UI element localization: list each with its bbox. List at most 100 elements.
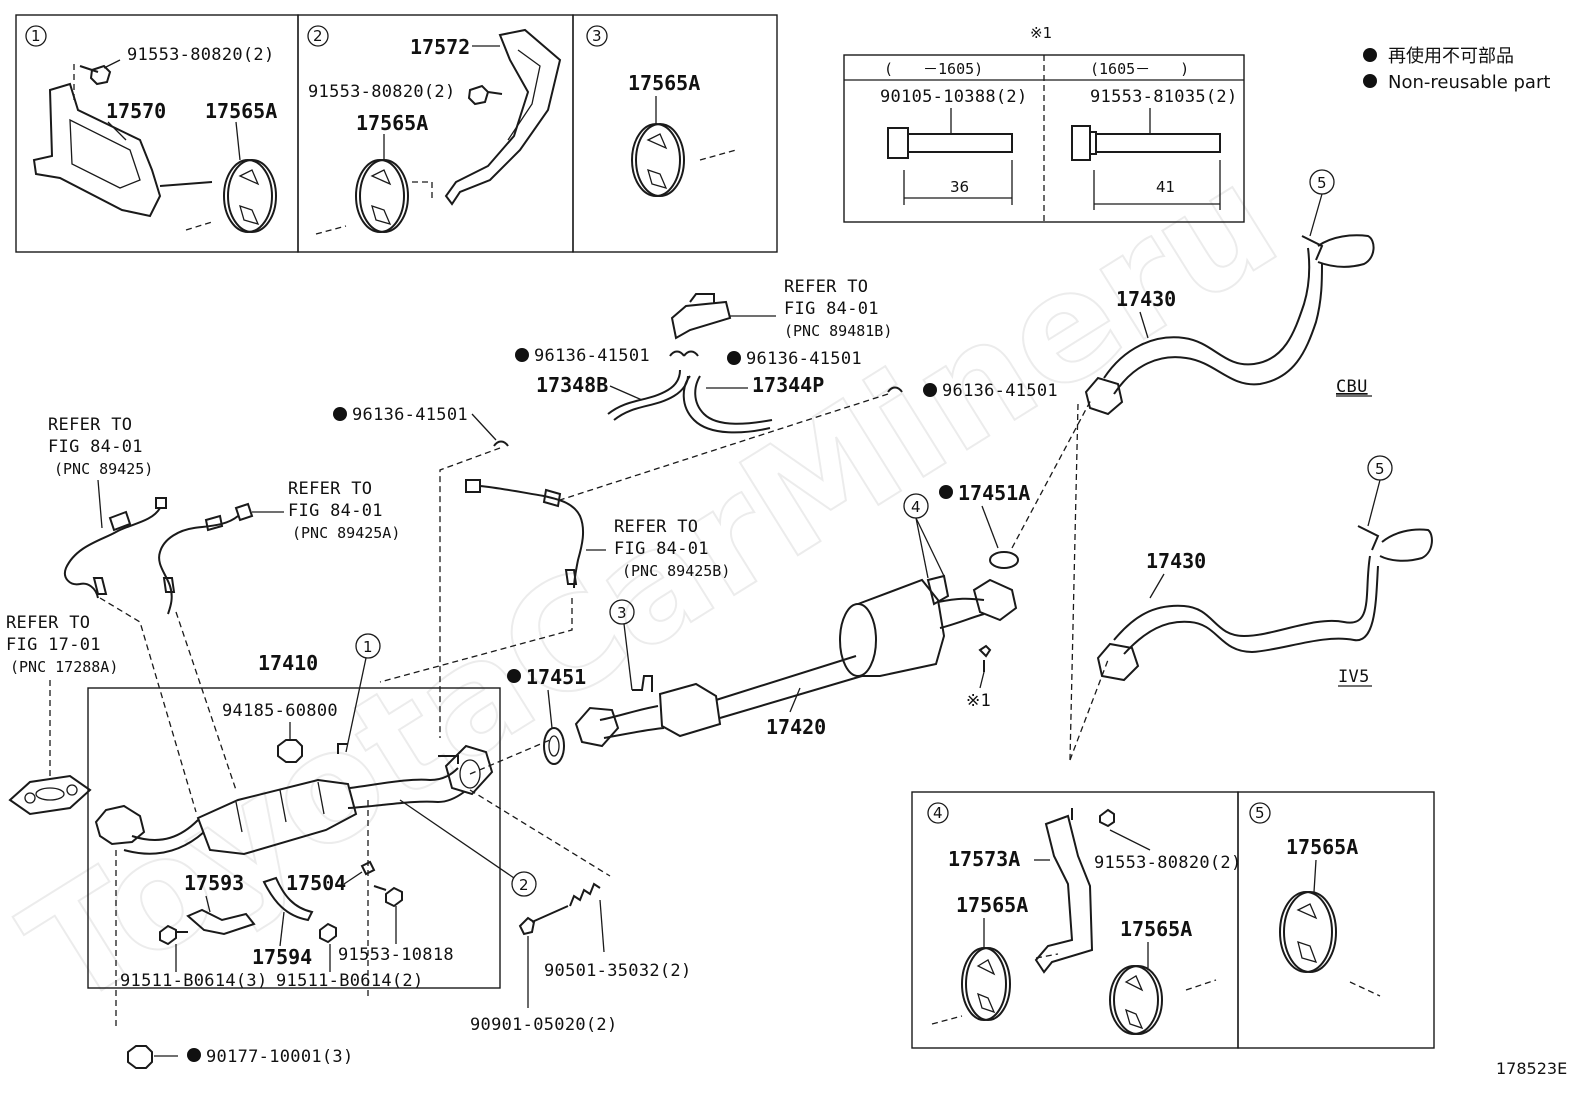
leader [609, 385, 643, 401]
sensor-89425-shape [64, 497, 167, 599]
leader [103, 59, 121, 69]
inset-2-hanger-label: 17565A [356, 111, 428, 135]
center-pipe-front [599, 705, 665, 739]
vsv-refer-3: (PNC 89481B) [784, 322, 892, 340]
non-reusable-dot [507, 669, 521, 683]
non-reusable-dot [923, 383, 937, 397]
spring-label: 90501-35032(2) [544, 961, 692, 981]
pipe-to-flange [347, 767, 465, 809]
inset-1-hanger-label: 17565A [205, 99, 277, 123]
front-pipe-label: 17410 [258, 651, 318, 675]
bolt-b-label: 91511-B0614(3) [120, 971, 268, 991]
pipe-stub [699, 149, 737, 161]
inset-5: 5 17565A [1237, 791, 1435, 1049]
sensor3-refer-2: FIG 84-01 [614, 539, 709, 559]
note-box: ※1 ( －1605) (1605－ ) 90105-10388(2) 9155… [843, 24, 1245, 223]
leader [1309, 193, 1323, 237]
clip-d-label: 96136-41501 [352, 405, 468, 425]
non-reusable-dot [187, 1048, 201, 1062]
bolt-90105-icon [887, 127, 1013, 159]
legend-dot [1363, 48, 1377, 62]
cbu-label: CBU [1336, 377, 1368, 397]
gasket-17451-shape [543, 727, 565, 765]
callout-5a: 5 [1317, 174, 1327, 192]
clip-icon [669, 350, 699, 357]
note-col1-part: 90105-10388(2) [880, 87, 1028, 107]
callout-1-badge [355, 633, 381, 659]
bracket-17573a-shape [1034, 814, 1094, 974]
tail-pipe-cbu: 17430 5 CBU [1084, 169, 1375, 416]
inset-4: 4 17573A 91553-80820(2) 17565A 17565A [911, 791, 1242, 1049]
hanger-bracket [926, 574, 950, 606]
clip-b-label: 96136-41501 [746, 349, 862, 369]
leader [399, 799, 515, 879]
tail-pipe-cbu-label: 17430 [1116, 287, 1176, 311]
sensor3-refer-3: (PNC 89425B) [622, 562, 730, 580]
front-pipe-frame [87, 687, 501, 989]
inset-3-badge [586, 25, 608, 47]
leader [97, 479, 103, 529]
tail-hanger-pin [1301, 235, 1324, 261]
inset-2: 2 17572 91553-80820(2) 17565A [297, 14, 574, 253]
nut-label: 94185-60800 [222, 701, 338, 721]
hose-17344p-shape [694, 375, 773, 425]
front-pipe-bend [123, 819, 205, 855]
front-flange [94, 804, 146, 846]
bolt-icon [467, 84, 503, 106]
hanger-pin [159, 181, 213, 187]
inset-5-hanger-label: 17565A [1286, 835, 1358, 859]
sensor3-refer-1: REFER TO [614, 517, 698, 537]
leader [789, 687, 801, 713]
rubber-hanger-icon [1279, 891, 1337, 973]
bracket-cutout [69, 118, 141, 189]
hose-b-label: 17344P [752, 373, 824, 397]
tail-pipe-line [1113, 263, 1323, 395]
note-col1-length: 36 [950, 178, 969, 196]
gasket-refer-1: REFER TO [6, 613, 90, 633]
inset-3-num: 3 [592, 27, 602, 45]
leader [979, 671, 985, 689]
gasket-front-label: 17451 [526, 665, 586, 689]
leader [345, 657, 367, 753]
tail-pipe-line [1103, 247, 1311, 379]
leader [915, 517, 929, 579]
bolt-icon [159, 924, 188, 946]
inset-1-num: 1 [31, 27, 41, 45]
leader [235, 121, 241, 161]
sensor2-refer-2: FIG 84-01 [288, 501, 383, 521]
heat-insulator-17594-shape [262, 876, 314, 922]
inset-4-bolt-label: 91553-80820(2) [1094, 853, 1242, 873]
tail-pipe-iv5: 17430 5 IV5 [1096, 455, 1433, 687]
note-col2-length: 41 [1156, 178, 1175, 196]
center-pipe-mid [715, 655, 863, 719]
bolt-icon [319, 922, 337, 944]
leader [205, 895, 211, 913]
gasket-17288a-shape [8, 774, 92, 816]
inset-4-num: 4 [933, 804, 943, 822]
callout-3: 3 [617, 604, 627, 622]
inset-2-badge [307, 25, 329, 47]
bracket-17570-shape [32, 82, 162, 218]
center-pipe-label: 17420 [766, 715, 826, 739]
inset-4-bracket-label: 17573A [948, 847, 1020, 871]
bolt-note-label: ※1 [966, 691, 991, 711]
inset-5-frame [1237, 791, 1435, 1049]
dash-route [469, 739, 551, 775]
inset-4-hanger-b-label: 17565A [1120, 917, 1192, 941]
bolt-icon [978, 644, 992, 672]
figure-code: 178523E [1496, 1059, 1567, 1078]
flange-port [459, 759, 481, 789]
dash-route [559, 393, 889, 501]
legend-dot [1363, 74, 1377, 88]
callout-3-badge [609, 599, 635, 625]
nut-icon [277, 739, 303, 763]
gasket-refer-3: (PNC 17288A) [10, 658, 118, 676]
stud-icon [518, 905, 569, 936]
bolt-icon [79, 64, 112, 86]
clip-icon [493, 440, 509, 447]
inset-5-num: 5 [1255, 804, 1265, 822]
rubber-hanger-icon [631, 123, 685, 197]
leader [279, 911, 285, 947]
tail-pipe-line [1113, 555, 1371, 641]
